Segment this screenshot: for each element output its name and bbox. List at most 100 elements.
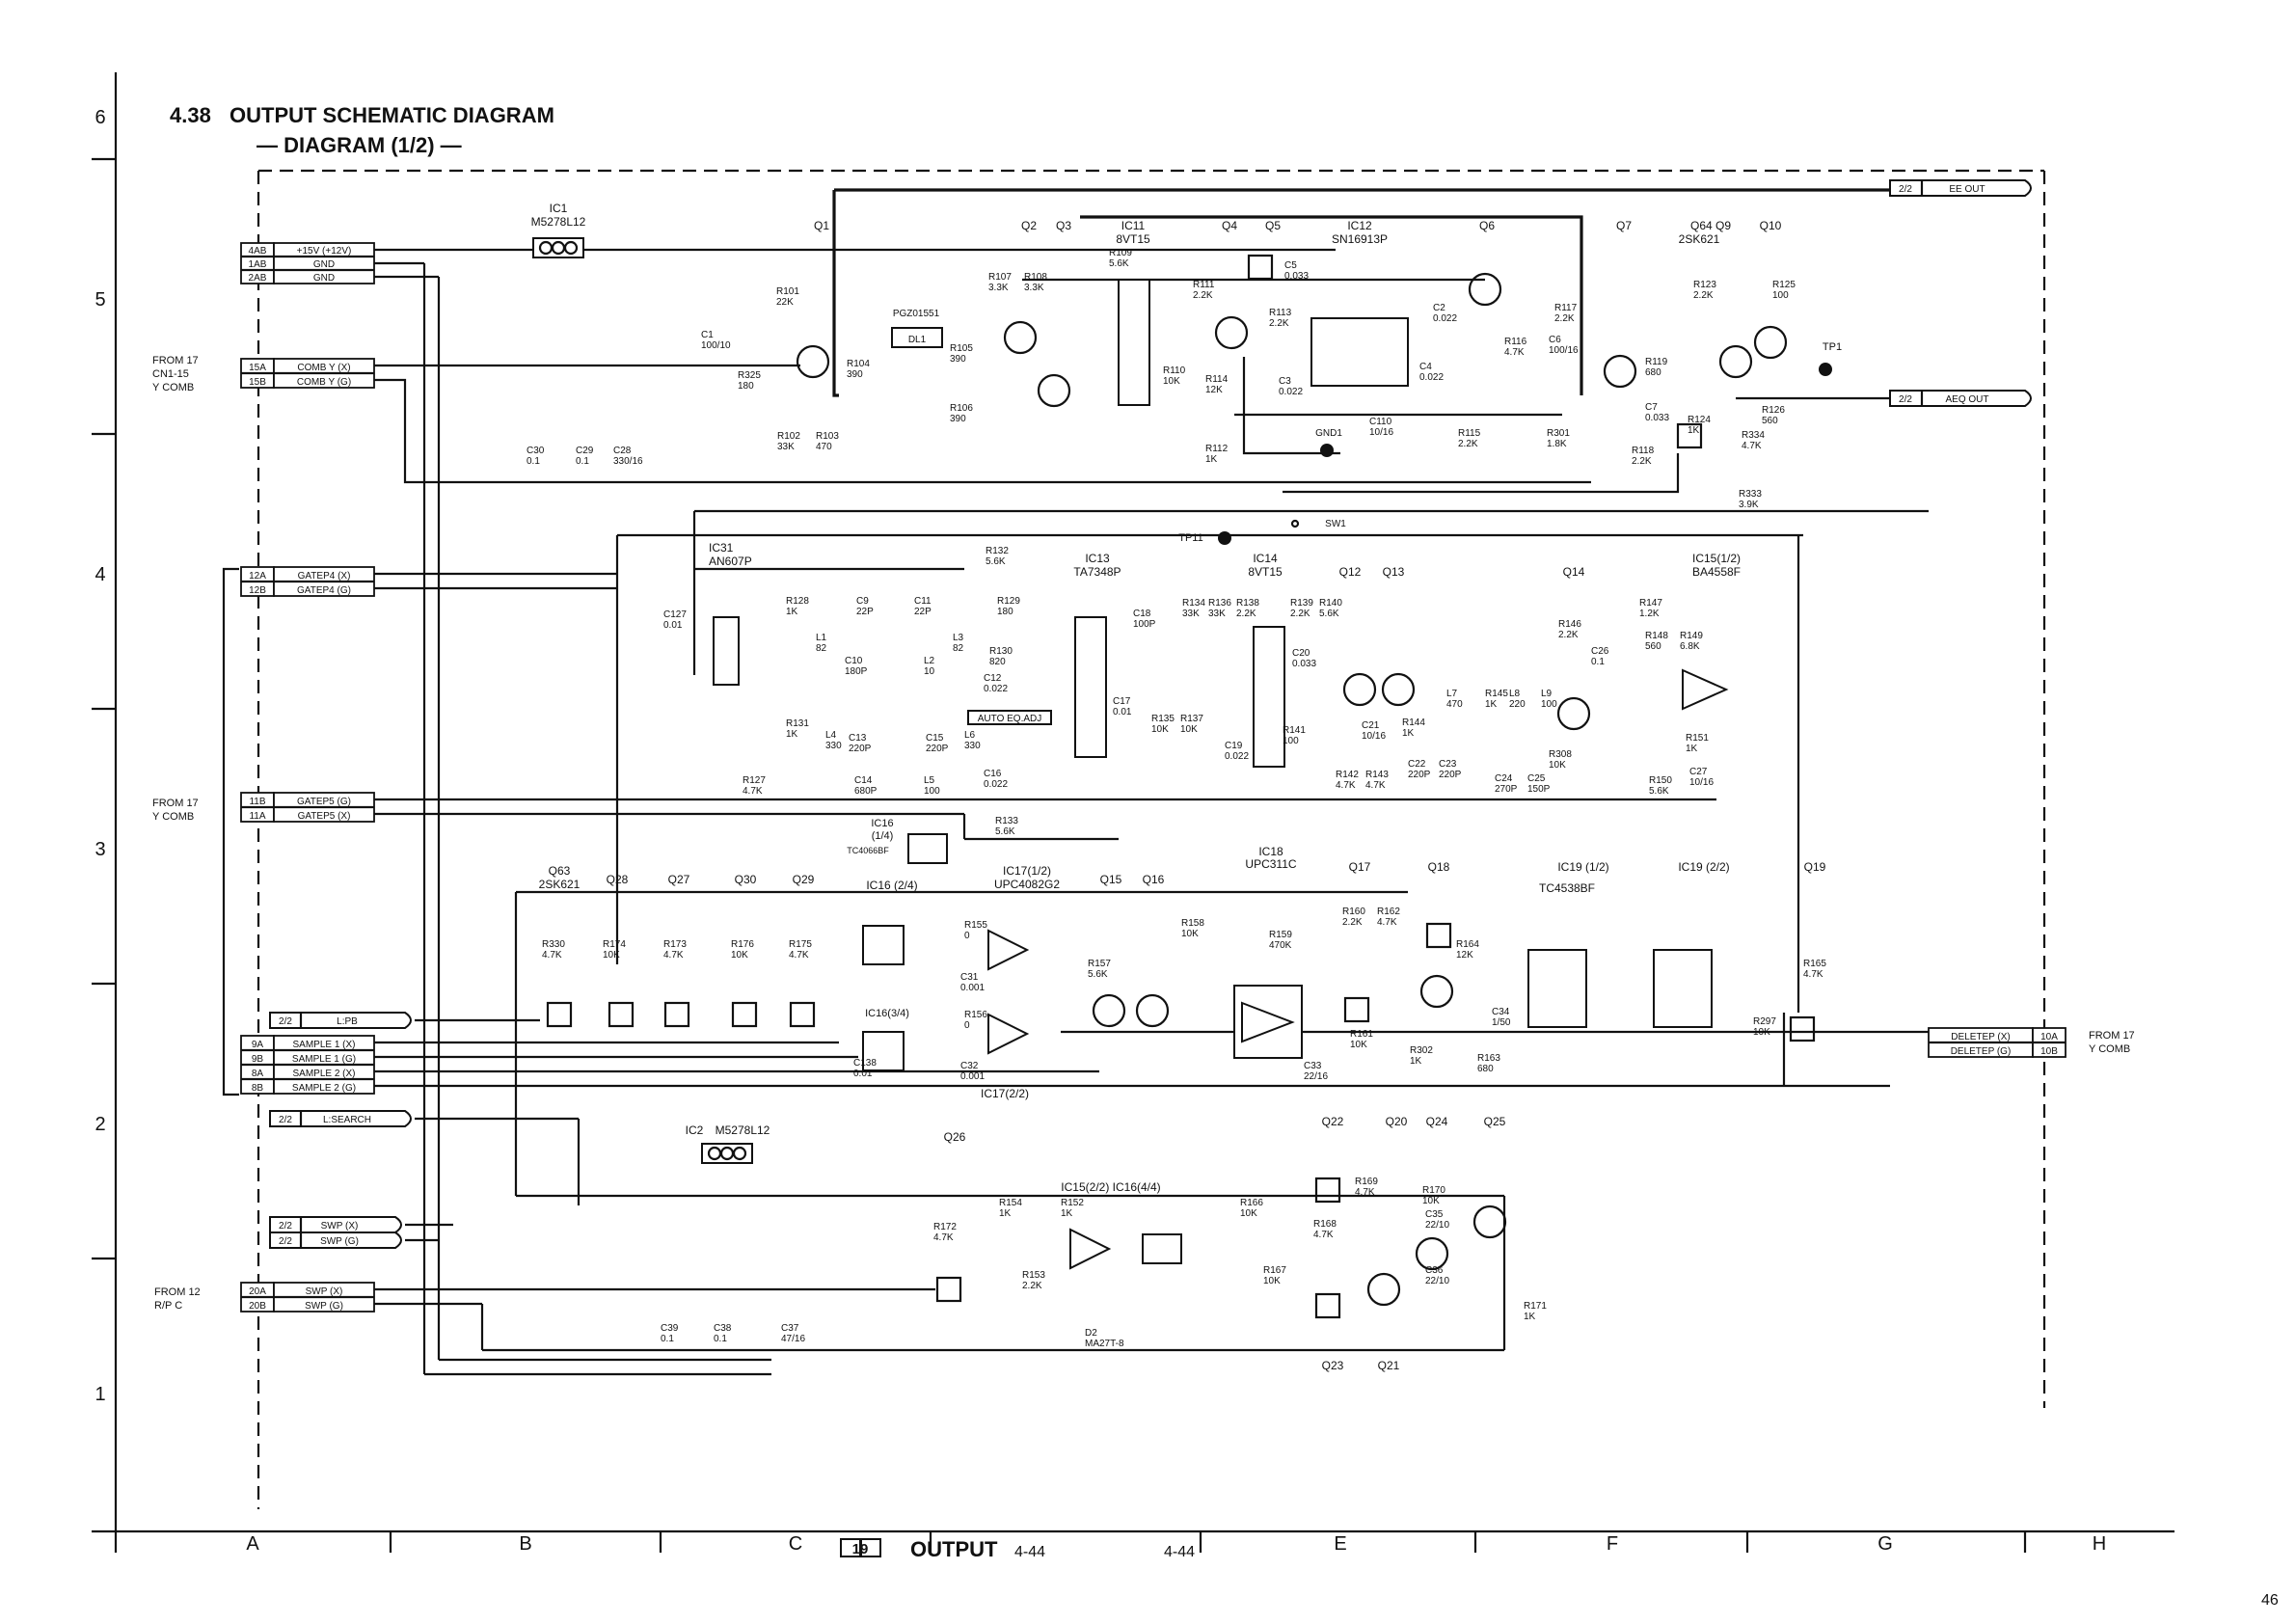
component-value: 100 xyxy=(1283,736,1299,746)
svg-text:IC19 (1/2): IC19 (1/2) xyxy=(1557,860,1608,874)
component-value: 180 xyxy=(997,607,1013,617)
component-ref: R102 xyxy=(777,431,800,442)
transistor-labels: Q1 Q2 Q3 Q4 Q5 Q6 Q7 Q64 Q9 Q10 2SK621 Q… xyxy=(539,219,1826,1372)
component-value: 4.7K xyxy=(1803,969,1823,980)
component-value: 4.7K xyxy=(789,950,809,961)
component-value: 10/16 xyxy=(1689,777,1714,788)
component-value: 0.033 xyxy=(1645,413,1669,423)
ic31: IC31 AN607P xyxy=(709,541,752,686)
component-ref: R112 xyxy=(1205,444,1229,454)
component-ref: R137 xyxy=(1180,714,1203,724)
ic15a-opamp: IC15(1/2) BA4558F xyxy=(1682,552,1741,711)
signal-gatep4-g: GATEP4 (G) xyxy=(297,585,351,596)
component-ref: C15 xyxy=(926,733,944,744)
component-ref: C13 xyxy=(849,733,867,744)
component-ref: R297 xyxy=(1753,1016,1776,1027)
svg-text:2/2: 2/2 xyxy=(279,1221,292,1232)
col-label-g: G xyxy=(1877,1533,1893,1555)
component-ref: C25 xyxy=(1527,773,1546,784)
component-ref: R149 xyxy=(1680,631,1703,641)
section-number: 4.38 xyxy=(170,103,211,127)
component-ref: R118 xyxy=(1632,446,1655,456)
component-value: 4.7K xyxy=(1313,1230,1334,1240)
component-value: 1K xyxy=(1688,425,1700,436)
component-ref: R150 xyxy=(1649,775,1672,786)
component-value: 2.2K xyxy=(1558,630,1579,640)
component-c5: C50.033 xyxy=(1284,260,1309,282)
pin-11b: 11B xyxy=(249,797,265,807)
component-value: 470 xyxy=(1446,699,1463,710)
component-ref: R325 xyxy=(738,370,761,381)
component-ref: C14 xyxy=(854,775,873,786)
component-value: 10K xyxy=(1422,1196,1440,1206)
svg-text:L:SEARCH: L:SEARCH xyxy=(323,1115,371,1125)
component-value: 390 xyxy=(950,414,966,424)
component-ref: C9 xyxy=(856,596,869,607)
component-value: 2.2K xyxy=(1022,1281,1042,1291)
component-ref: R148 xyxy=(1645,631,1668,641)
component-ref: R140 xyxy=(1319,598,1342,609)
component-ref: C4 xyxy=(1419,362,1432,372)
svg-text:Q23: Q23 xyxy=(1322,1359,1344,1372)
component-value: 220 xyxy=(1509,699,1526,710)
svg-text:2SK621: 2SK621 xyxy=(539,878,581,891)
component-value: 1.8K xyxy=(1547,439,1567,449)
component-value: 1K xyxy=(786,729,798,740)
pin-10a: 10A xyxy=(2040,1032,2058,1042)
svg-text:IC16: IC16 xyxy=(871,818,893,829)
component-ref: R132 xyxy=(986,546,1009,556)
component-ref: R142 xyxy=(1336,770,1359,780)
connector-comb: 15A 15B COMB Y (X) COMB Y (G) FROM 17 CN… xyxy=(152,355,375,393)
pin-12b: 12B xyxy=(249,585,266,596)
component-value: 5.6K xyxy=(986,556,1006,567)
page-title: OUTPUT SCHEMATIC DIAGRAM xyxy=(230,103,554,127)
component-ref: R172 xyxy=(933,1222,957,1232)
svg-text:SWP (G): SWP (G) xyxy=(320,1236,359,1247)
svg-text:IC15(1/2): IC15(1/2) xyxy=(1692,552,1741,565)
component-value: 820 xyxy=(989,657,1006,667)
connector-gatep5: 11B 11A GATEP5 (G) GATEP5 (X) FROM 17 Y … xyxy=(152,792,375,823)
component-ref: R110 xyxy=(1163,365,1186,376)
page-ref-2: 4-44 xyxy=(1164,1544,1195,1560)
svg-text:Q64 Q9: Q64 Q9 xyxy=(1690,219,1731,232)
component-ref: R130 xyxy=(989,646,1013,657)
svg-text:UPC4082G2: UPC4082G2 xyxy=(994,878,1060,891)
svg-text:PGZ01551: PGZ01551 xyxy=(893,309,940,319)
component-value: 560 xyxy=(1762,416,1778,426)
component-value: 2.2K xyxy=(1693,290,1714,301)
component-value: 0.033 xyxy=(1284,271,1309,282)
component-ref: R129 xyxy=(997,596,1020,607)
ic16a-switch: IC16 (1/4) TC4066BF xyxy=(847,818,948,864)
component-ref: R103 xyxy=(816,431,839,442)
component-ref: L3 xyxy=(953,633,964,643)
row-label-5: 5 xyxy=(95,289,105,311)
component-value: 100/16 xyxy=(1549,345,1579,356)
component-value: 10K xyxy=(603,950,620,961)
component-ref: R158 xyxy=(1181,918,1204,929)
component-value: 1K xyxy=(1524,1312,1536,1322)
